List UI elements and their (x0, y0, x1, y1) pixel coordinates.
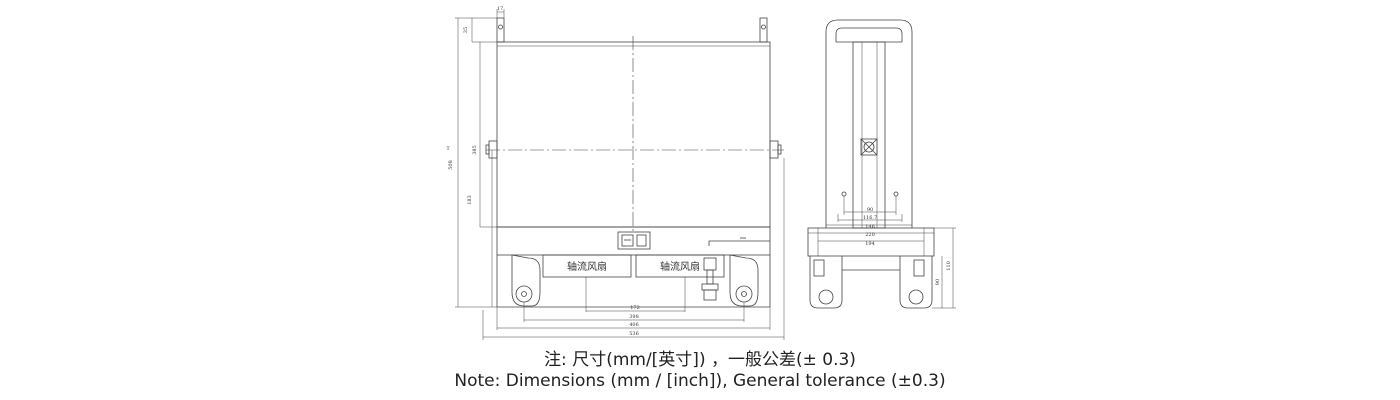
front-view (455, 9, 785, 340)
dim-side-116: 116.7 (863, 215, 877, 221)
dim-bottom-172: 172 (630, 305, 640, 311)
technical-drawing: 轴流风扇 轴流风扇 17 T 508 35 385 183 172 398 40… (446, 6, 956, 340)
dim-left-lower: 183 (467, 195, 473, 205)
left-caster-wheel (511, 254, 541, 307)
main-body (496, 41, 771, 228)
side-top-handle (825, 19, 913, 228)
fan-box-left (542, 254, 632, 278)
adjustable-foot (701, 257, 719, 301)
side-view (807, 19, 956, 309)
dim-bottom-406: 406 (629, 322, 639, 328)
dim-side-right-90: 90 (935, 279, 941, 285)
front-dimension-lines (455, 9, 785, 340)
note-english: Note: Dimensions (mm / [inch]), General … (454, 371, 946, 391)
side-center-marker (860, 138, 878, 156)
fan-label-right: 轴流风扇 (660, 260, 700, 273)
dim-left-height: T (446, 146, 450, 152)
side-center-column (852, 41, 886, 229)
left-lifting-hook (496, 17, 505, 43)
side-dimension-lines (808, 196, 956, 309)
dim-side-146: 146 (865, 224, 875, 230)
fan-label-left: 轴流风扇 (567, 260, 607, 273)
right-caster-wheel (729, 254, 759, 307)
side-view-labels: 90 116.7 146 220 194 110 90 (863, 207, 952, 285)
dim-side-right-110: 110 (946, 261, 952, 271)
dim-bottom-536: 536 (629, 331, 639, 337)
right-lifting-hook (759, 17, 768, 43)
side-right-caster (899, 256, 933, 309)
side-base (807, 227, 935, 257)
left-side-handle (485, 140, 498, 159)
dim-top-offset: 17 (497, 6, 503, 12)
front-view-labels: 轴流风扇 轴流风扇 17 T 508 35 385 183 172 398 40… (446, 6, 700, 337)
dim-left-mid: 385 (472, 145, 478, 155)
dim-left-total: 508 (448, 160, 454, 170)
dim-side-220: 220 (865, 232, 875, 238)
fan-box-right (635, 254, 725, 278)
power-inlet (617, 231, 651, 250)
side-left-caster (809, 256, 843, 309)
dim-side-90: 90 (867, 207, 873, 213)
right-side-handle (769, 140, 782, 159)
dim-left-upper: 35 (463, 27, 469, 33)
dim-bottom-398: 398 (629, 314, 639, 320)
note-chinese: 注: 尺寸(mm/[英寸]) ，一般公差(± 0.3) (544, 350, 856, 370)
dim-side-194: 194 (865, 241, 875, 247)
